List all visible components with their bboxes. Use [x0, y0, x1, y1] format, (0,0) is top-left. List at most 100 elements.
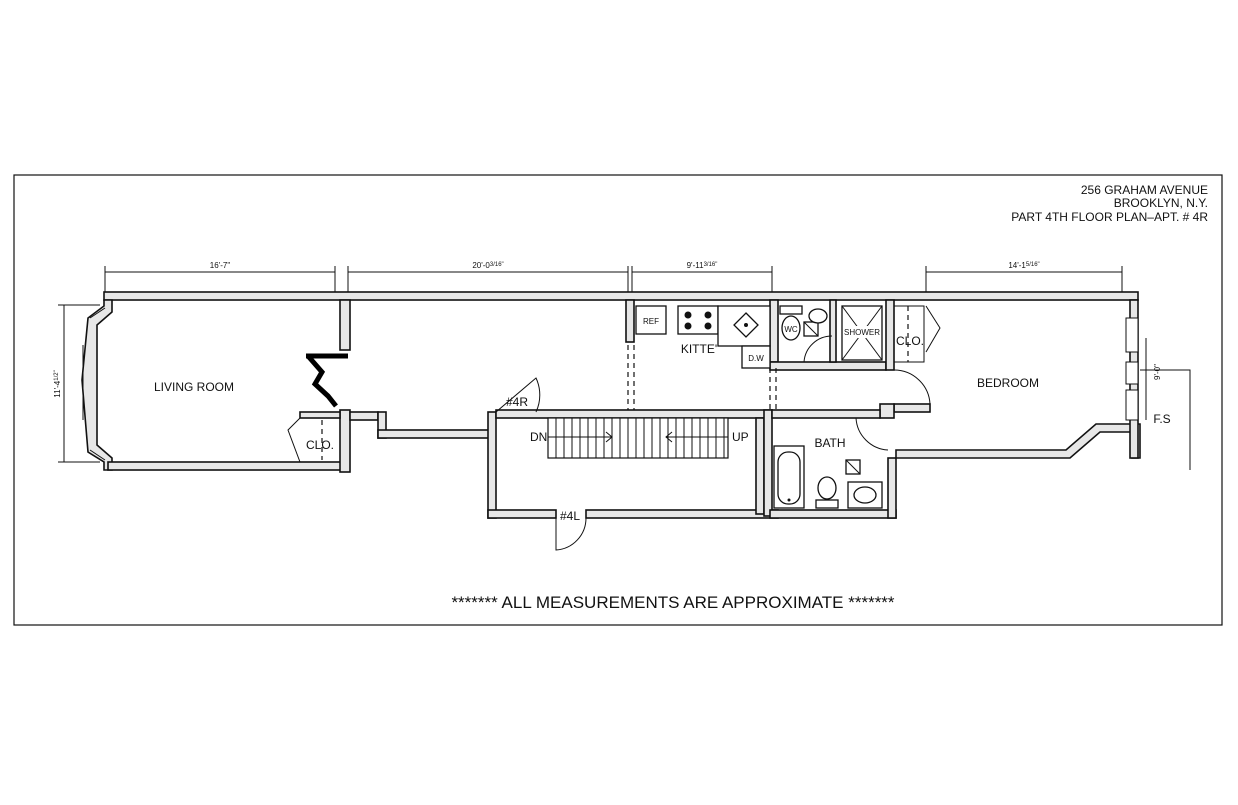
toilet-bowl — [781, 315, 801, 341]
wc-door-swing — [803, 335, 833, 363]
door-4r-label: #4R — [506, 395, 528, 409]
dishwasher-label: D.W — [748, 354, 764, 363]
stair: DN UP #4R #4L — [495, 377, 749, 551]
stair-south-wall-a — [487, 509, 557, 519]
wc-shower-wall — [829, 299, 837, 363]
stair-down-label: DN — [530, 430, 547, 444]
closet-left-outline — [287, 417, 341, 463]
arrow-head — [605, 431, 613, 443]
wc-label: WC — [784, 325, 798, 334]
closet-wall — [885, 299, 895, 371]
window-east-2 — [1125, 361, 1139, 385]
window-west-3 — [89, 449, 106, 461]
bath-fixtures: BATH — [773, 417, 889, 509]
stair-treads — [555, 418, 725, 458]
dim-text-bedroom: 14'-15/16" — [1008, 261, 1039, 270]
refrigerator-label: REF — [643, 317, 659, 326]
plan-title-text: PART 4TH FLOOR PLAN–APT. # 4R — [1011, 210, 1208, 224]
bathtub-inner — [777, 451, 801, 505]
shower-label: SHOWER — [844, 328, 880, 337]
dim-text-living-depth: 11'-41/2" — [53, 370, 62, 397]
door-4l-label: #4L — [560, 509, 580, 523]
bath-toilet-tank — [815, 499, 839, 509]
tub-drain — [787, 498, 791, 502]
burner — [704, 311, 712, 319]
living-east-lower-wall — [339, 409, 351, 473]
bedroom-west-wall-a — [893, 403, 931, 413]
hall-wall-a — [349, 411, 379, 421]
footer-note: ******* ALL MEASUREMENTS ARE APPROXIMATE… — [451, 593, 894, 612]
kitchen-east-wall — [769, 299, 779, 363]
kitchen-label: KITTE' — [681, 342, 717, 356]
closet-left: CLO. — [287, 417, 341, 463]
window-east-3 — [1125, 389, 1139, 421]
dim-text-kitchen: 9'-113/16" — [687, 261, 718, 270]
lavatory — [808, 308, 828, 324]
kitchen-west-wall — [625, 299, 635, 343]
closet-right-label: CLO. — [896, 334, 924, 348]
bath-label: BATH — [814, 436, 845, 450]
bath-drain-x — [845, 459, 861, 475]
closet-left-label: CLO. — [306, 438, 334, 452]
address-text: 256 GRAHAM AVENUE — [1081, 183, 1208, 197]
closet-left-top-wall — [299, 411, 341, 419]
bath-east-wall — [887, 457, 897, 519]
stair-up-label: UP — [732, 430, 749, 444]
window-west-1 — [89, 307, 106, 319]
kitchen-fixtures: REF D.W — [635, 305, 771, 369]
burner — [684, 311, 692, 319]
bath-north-wall — [771, 409, 881, 419]
bath-toilet-bowl — [817, 476, 837, 500]
door-4l-swing — [555, 517, 587, 551]
door-4r-swing — [495, 377, 541, 413]
stair-outline — [547, 417, 729, 459]
bedroom-south-wall — [895, 423, 1141, 459]
dimension-lines: 16'-7" 20'-03/16" 9'-113/16" 14'-15/16" … — [53, 261, 1162, 463]
closet-door — [925, 305, 941, 353]
living-room-label: LIVING ROOM — [154, 380, 234, 394]
bath-west-wall — [763, 409, 773, 517]
wc-south-wall — [769, 361, 887, 371]
bath-lavatory — [853, 486, 877, 504]
sheet-border — [13, 174, 1223, 626]
burner — [704, 322, 712, 330]
living-east-upper-wall — [339, 299, 351, 351]
fire-stair-label: F.S — [1153, 412, 1170, 426]
refrigerator — [635, 305, 667, 335]
bath-door-swing — [855, 417, 889, 451]
bedroom-door-swing — [893, 369, 931, 405]
stair-south-wall-b — [585, 509, 779, 519]
dishwasher — [741, 345, 771, 369]
window-east-1 — [1125, 317, 1139, 353]
north-wall — [103, 291, 1139, 301]
stair-west-wall — [487, 411, 497, 519]
exterior-walls — [81, 291, 1141, 519]
living-south-wall — [107, 461, 349, 471]
shower-label-bg — [845, 326, 879, 338]
drain — [744, 323, 748, 327]
bedroom-label: BEDROOM — [977, 376, 1039, 390]
stair-north-wall — [495, 409, 773, 419]
hall-wall-c — [377, 429, 493, 439]
stair-east-wall — [755, 417, 765, 515]
stove — [677, 305, 719, 335]
bedroom-west-wall-b — [879, 403, 895, 419]
dim-text-bedroom-depth: 9'-0" — [1153, 364, 1162, 380]
wc-fixtures: WC SHOWER — [779, 305, 883, 363]
burner — [684, 322, 692, 330]
arrow-head — [665, 431, 673, 443]
closet-right: CLO. — [893, 305, 941, 405]
dim-text-living-room: 16'-7" — [210, 261, 231, 270]
city-text: BROOKLYN, N.Y. — [1114, 196, 1208, 210]
fire-stair-outline — [1140, 369, 1191, 470]
toilet-tank — [779, 305, 803, 315]
windows — [82, 307, 1139, 461]
bath-south-wall — [769, 509, 897, 519]
floor-drain-x — [803, 321, 819, 337]
closet-right-outline — [893, 305, 925, 363]
title-block: 256 GRAHAM AVENUE BROOKLYN, N.Y. PART 4T… — [1011, 183, 1208, 224]
dim-text-middle-room: 20'-03/16" — [472, 261, 503, 270]
fire-stair: F.S — [1140, 369, 1191, 470]
